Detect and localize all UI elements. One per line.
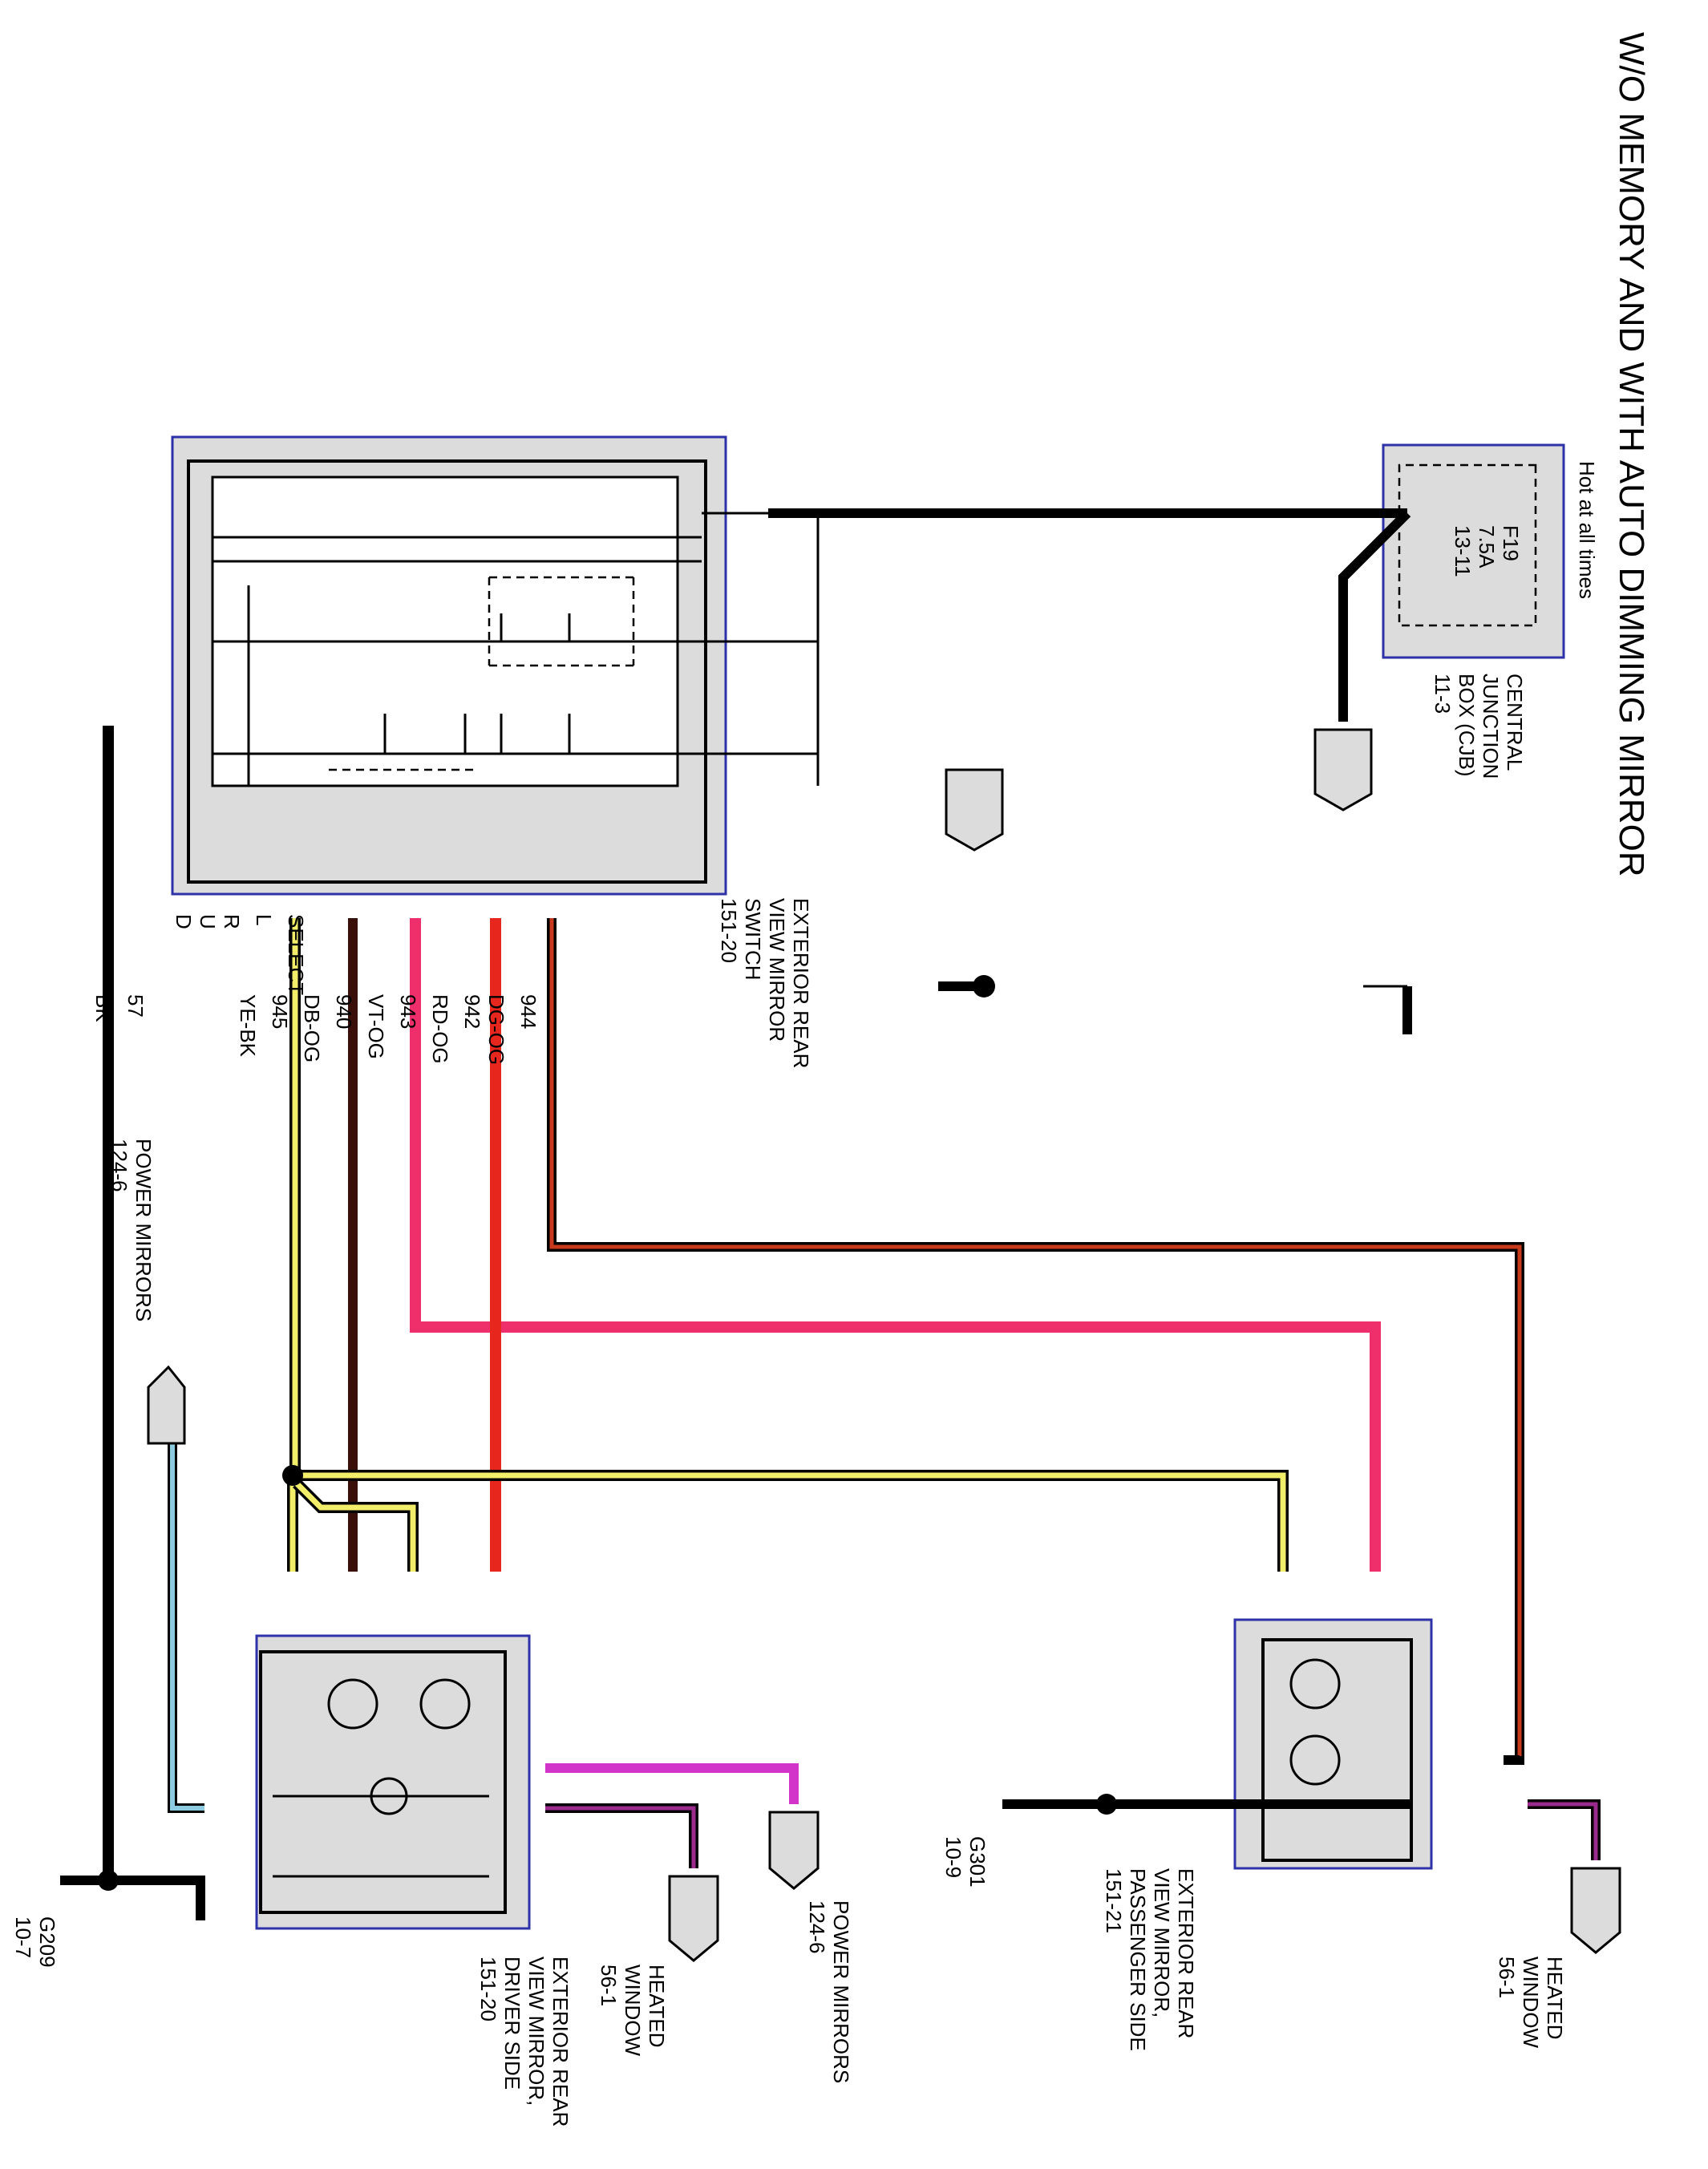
switch-line2: VIEW MIRROR bbox=[765, 898, 789, 1042]
heated-window-driver-ref: 56-1 bbox=[597, 1965, 621, 2006]
diagram-title: W/O MEMORY AND WITH AUTO DIMMING MIRROR bbox=[1612, 32, 1651, 877]
wire-label-942: 942 bbox=[460, 994, 484, 1029]
g209-ref: 10-7 bbox=[11, 1916, 35, 1958]
wire-label-ye-bk: YE-BK bbox=[236, 994, 260, 1058]
heated-window-driver-2: WINDOW bbox=[621, 1965, 645, 2057]
offpage-heated-window-pass bbox=[1570, 1867, 1621, 1954]
wire-label-940: 940 bbox=[332, 994, 356, 1029]
pass-line3: PASSENGER SIDE bbox=[1126, 1868, 1150, 2051]
switch-d: D bbox=[172, 914, 196, 929]
wire-label-944: 944 bbox=[516, 994, 540, 1029]
wire-943-vt-og bbox=[410, 918, 1381, 1572]
wire-label-945: 945 bbox=[268, 994, 292, 1029]
pass-ref: 151-21 bbox=[1102, 1868, 1126, 1933]
driver-line1: EXTERIOR REAR bbox=[548, 1957, 573, 2127]
cjb-line3: BOX (CJB) bbox=[1455, 674, 1479, 777]
hot-label: Hot at all times bbox=[1575, 461, 1599, 599]
g301-label: G301 bbox=[965, 1836, 990, 1888]
offpage-power-distribution-s502 bbox=[945, 768, 1004, 852]
select-label: SELECT bbox=[284, 914, 308, 995]
driver-motors bbox=[273, 1678, 489, 1878]
switch-ref: 151-20 bbox=[717, 898, 741, 963]
wire-label-db-og: DB-OG bbox=[300, 994, 324, 1062]
offpage-power-mirrors-a bbox=[768, 1811, 820, 1890]
wire-945-ye-bk bbox=[287, 918, 1289, 1572]
splice-s524 bbox=[282, 1465, 303, 1486]
power-mirrors-a-label: POWER MIRRORS bbox=[829, 1900, 853, 2083]
switch-line1: EXTERIOR REAR bbox=[789, 898, 813, 1068]
switch-r: R bbox=[220, 914, 244, 929]
cjb-line1: CENTRAL bbox=[1503, 674, 1527, 771]
wire-1524-feed bbox=[768, 508, 1412, 1034]
switch-internals bbox=[212, 512, 1403, 786]
driver-ref: 151-20 bbox=[476, 1957, 500, 2021]
heated-window-driver-1: HEATED bbox=[645, 1965, 669, 2048]
wire-57-bk-driver bbox=[60, 726, 205, 1920]
g209-label: G209 bbox=[35, 1916, 59, 1968]
fuse-ref: 13-11 bbox=[1451, 525, 1475, 577]
offpage-power-mirrors-b bbox=[147, 1365, 186, 1445]
wire-label-bk: BK bbox=[91, 994, 115, 1022]
wire-47-lb-wh bbox=[168, 1435, 204, 1813]
pass-line2: VIEW MIRROR, bbox=[1150, 1868, 1174, 2017]
power-mirrors-b-ref: 124-6 bbox=[107, 1139, 132, 1192]
heated-window-pass-ref: 56-1 bbox=[1495, 1957, 1519, 1998]
wire-59-dg-vt-pass bbox=[1528, 1799, 1601, 1860]
wire-46-vt bbox=[545, 1763, 799, 1804]
driver-line3: DRIVER SIDE bbox=[500, 1957, 524, 2090]
wire-944-dg-og bbox=[547, 918, 1524, 1756]
splice-s603 bbox=[1096, 1794, 1117, 1815]
cjb-line4: 11-3 bbox=[1431, 674, 1455, 714]
splice-s500 bbox=[98, 1870, 119, 1891]
fuse-name: F19 bbox=[1499, 525, 1523, 561]
passenger-motors bbox=[1289, 1658, 1341, 1786]
pass-line1: EXTERIOR REAR bbox=[1174, 1868, 1198, 2038]
g301-ref: 10-9 bbox=[941, 1836, 965, 1878]
cjb-line2: JUNCTION bbox=[1479, 674, 1503, 779]
offpage-power-distribution-cjb bbox=[1313, 728, 1373, 811]
cjb-box bbox=[1382, 443, 1565, 659]
wire-944-to-pass-10 bbox=[1504, 1755, 1524, 1765]
heated-window-pass-2: WINDOW bbox=[1519, 1957, 1543, 2049]
wire-label-57: 57 bbox=[123, 994, 148, 1018]
wire-59-dg-vt-driver bbox=[545, 1803, 698, 1868]
switch-line3: SWITCH bbox=[741, 898, 765, 981]
driver-line2: VIEW MIRROR, bbox=[524, 1957, 548, 2106]
switch-box bbox=[171, 435, 727, 896]
fuse-rating: 7.5A bbox=[1475, 525, 1499, 569]
power-mirrors-b-label: POWER MIRRORS bbox=[132, 1139, 156, 1321]
wire-label-dg-og: DG-OG bbox=[484, 994, 508, 1065]
wire-label-943: 943 bbox=[396, 994, 420, 1029]
offpage-heated-window-driver bbox=[668, 1875, 719, 1962]
switch-l: L bbox=[252, 914, 276, 925]
heated-window-pass-1: HEATED bbox=[1543, 1957, 1567, 2040]
wire-label-rd-og: RD-OG bbox=[428, 994, 452, 1064]
power-mirrors-a-ref: 124-6 bbox=[805, 1900, 829, 1954]
wire-label-vt-og: VT-OG bbox=[364, 994, 388, 1059]
switch-u: U bbox=[196, 914, 220, 929]
